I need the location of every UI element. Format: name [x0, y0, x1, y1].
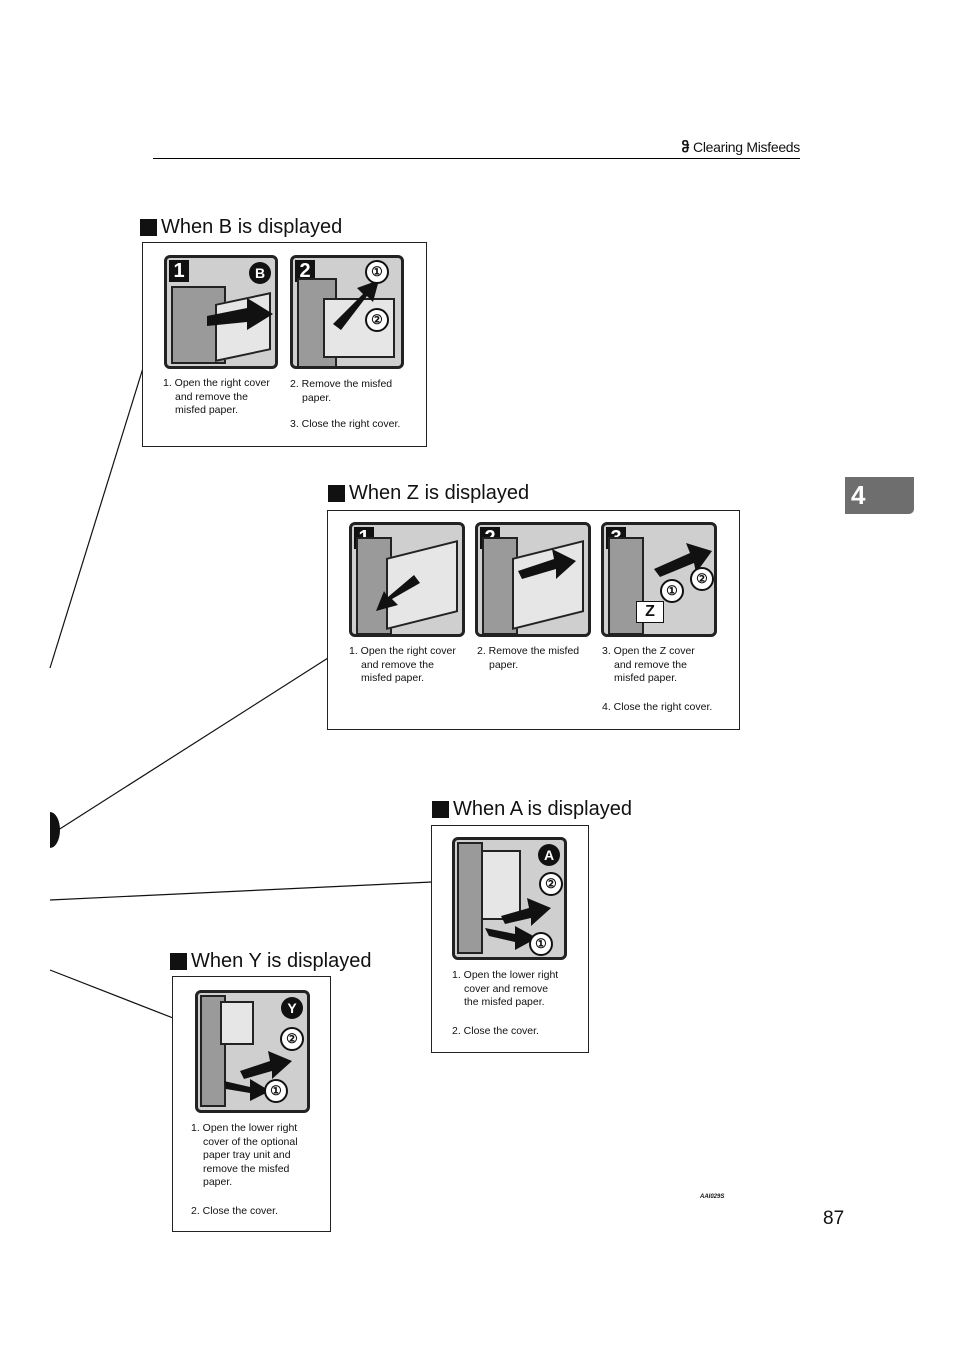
arrow-icon — [207, 298, 273, 330]
heading-square-icon — [328, 485, 345, 502]
section-z-step2-text: 2. Remove the misfed paper. — [477, 645, 580, 671]
location-badge-y: Y — [281, 997, 303, 1019]
section-y-illustration: Y ② ① — [195, 990, 310, 1113]
section-b-step1-text: 1. Open the right cover and remove the m… — [163, 377, 270, 416]
callout-1: ① — [529, 932, 553, 956]
section-heading-y: When Y is displayed — [170, 950, 371, 973]
image-code: AAI029S — [700, 1194, 725, 1200]
callout-2: ② — [539, 872, 563, 896]
section-b-step1-illustration: 1 B — [164, 255, 278, 369]
step-number: 2 — [295, 260, 315, 282]
callout-1: ① — [365, 260, 389, 284]
section-z-step1-illustration: 1 — [349, 522, 465, 637]
arrow-icon — [240, 1051, 292, 1079]
heading-square-icon — [432, 801, 449, 818]
section-a-step2-text: 2. Close the cover. — [452, 1025, 539, 1037]
page-number: 87 — [823, 1208, 845, 1229]
section-y-step1-text: 1. Open the lower right cover of the opt… — [191, 1122, 298, 1188]
header-rule — [153, 158, 800, 159]
z-cover-label: Z — [636, 601, 664, 623]
arrow-icon — [501, 898, 551, 926]
section-b-box: 1 B 2 ① ② 1. Open the right cover and re… — [142, 242, 427, 447]
section-y-step2-text: 2. Close the cover. — [191, 1205, 278, 1217]
callout-1: ① — [264, 1079, 288, 1103]
section-heading-b: When B is displayed — [140, 216, 342, 239]
optional-tray-cover — [220, 1001, 254, 1045]
arrow-icon — [485, 926, 537, 950]
section-a-step1-text: 1. Open the lower right cover and remove… — [452, 969, 559, 1008]
section-a-illustration: A ② ① — [452, 837, 567, 960]
section-z-step3-illustration: 3 ① ② Z — [601, 522, 717, 637]
callout-2: ② — [365, 308, 389, 332]
section-b-step2-text: 2. Remove the misfed paper. — [290, 378, 393, 404]
location-badge-a: A — [538, 844, 560, 866]
section-z-step4-text: 4. Close the right cover. — [602, 701, 713, 713]
section-heading-z: When Z is displayed — [328, 482, 529, 505]
arrow-icon — [518, 549, 576, 579]
callout-1: ① — [660, 579, 684, 603]
callout-2: ② — [690, 567, 714, 591]
section-a-box: A ② ① 1. Open the lower right cover and … — [431, 825, 589, 1053]
heading-square-icon — [140, 219, 157, 236]
section-heading-a: When A is displayed — [432, 798, 632, 821]
copier-body — [457, 842, 483, 954]
section-z-step1-text: 1. Open the right cover and remove the m… — [349, 645, 456, 684]
section-z-step2-illustration: 2 — [475, 522, 591, 637]
header-title: Clearing Misfeeds — [693, 139, 800, 155]
section-b-step2-illustration: 2 ① ② — [290, 255, 404, 369]
step-number: 1 — [169, 260, 189, 282]
clearing-misfeeds-icon: ჵ — [681, 139, 690, 155]
arrow-icon — [224, 1079, 270, 1101]
lower-right-cover — [481, 850, 521, 920]
section-b-step3-text: 3. Close the right cover. — [290, 418, 401, 430]
arrow-icon — [333, 280, 379, 330]
section-z-step3-text: 3. Open the Z cover and remove the misfe… — [602, 645, 695, 684]
callout-2: ② — [280, 1027, 304, 1051]
section-y-box: Y ② ① 1. Open the lower right cover of t… — [172, 976, 331, 1232]
location-badge-b: B — [249, 262, 271, 284]
arrow-icon — [376, 575, 420, 611]
section-z-box: 1 2 3 ① ② Z 1. Open the right cover and … — [327, 510, 740, 730]
heading-square-icon — [170, 953, 187, 970]
chapter-tab[interactable]: 4 — [845, 477, 914, 514]
